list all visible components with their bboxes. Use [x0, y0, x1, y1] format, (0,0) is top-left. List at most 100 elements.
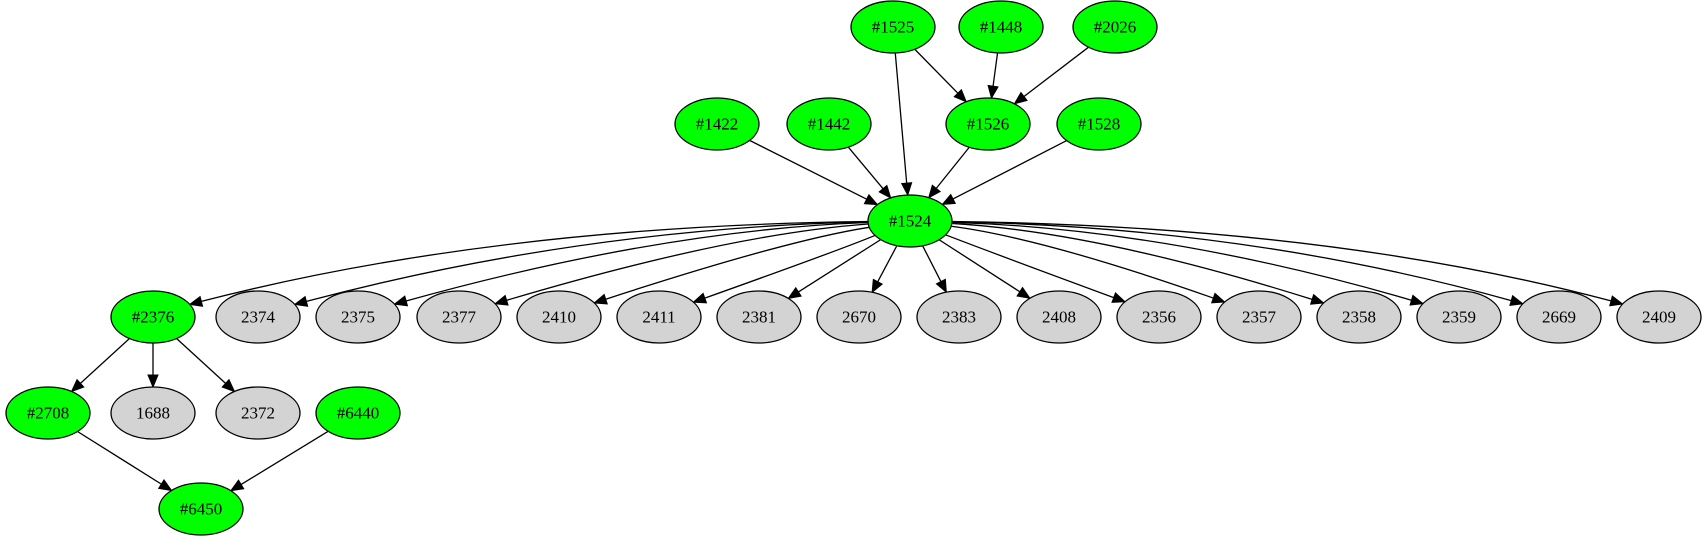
node-ellipse — [850, 0, 936, 54]
node-ellipse — [416, 290, 502, 344]
node-ellipse — [1056, 97, 1142, 151]
node-label: 2410 — [542, 308, 576, 327]
edge-1524-2408 — [938, 239, 1031, 299]
edge-1525-1526 — [914, 48, 968, 103]
edge-1524-2381-line — [798, 239, 882, 293]
edge-1524-2408-line — [938, 239, 1021, 293]
node-ellipse — [816, 290, 902, 344]
edge-2376-1688 — [147, 343, 159, 389]
edge-2376-2372-arrowhead — [221, 378, 236, 393]
edge-1526-1524-line — [935, 146, 970, 189]
node-label: #2376 — [132, 308, 175, 327]
edge-1524-2383-line — [922, 245, 942, 282]
edge-1448-1526 — [987, 52, 999, 100]
edge-1524-2359-line — [951, 221, 1412, 301]
edge-1524-2383 — [922, 245, 947, 294]
node-label: 2357 — [1242, 308, 1277, 327]
node-label: 2377 — [442, 308, 477, 327]
edge-1525-1526-line — [914, 48, 959, 94]
node-ellipse — [867, 194, 953, 248]
node-label: #1442 — [808, 115, 851, 134]
node-2356: 2356 — [1116, 290, 1202, 344]
edge-1524-2409 — [951, 220, 1624, 307]
edge-1525-1524-line — [894, 52, 908, 184]
node-2377: 2377 — [416, 290, 502, 344]
node-label: #2708 — [27, 404, 70, 423]
node-1688: 1688 — [110, 386, 196, 440]
edge-1524-2409-line — [951, 220, 1612, 302]
node-ellipse — [315, 386, 401, 440]
edge-1524-2376-line — [201, 220, 869, 303]
edge-2376-2708-arrowhead — [70, 378, 85, 393]
edge-2026-1526-arrowhead — [1013, 91, 1028, 105]
edge-1526-1524 — [927, 146, 970, 199]
edge-1524-2383-arrowhead — [935, 278, 947, 294]
edge-1524-2374-line — [306, 221, 869, 303]
edge-2376-2372-line — [176, 338, 227, 384]
node-label: #1528 — [1078, 115, 1121, 134]
edge-1524-2670 — [871, 245, 898, 294]
node-label: #6450 — [180, 500, 223, 519]
node-2026: #2026 — [1072, 0, 1158, 54]
node-label: 2408 — [1042, 308, 1076, 327]
node-ellipse — [215, 386, 301, 440]
edge-1524-2411-line — [704, 234, 876, 299]
edge-1524-2669-arrowhead — [1509, 294, 1525, 306]
edge-1524-2377-arrowhead — [493, 294, 509, 306]
node-ellipse — [1016, 290, 1102, 344]
node-2708: #2708 — [5, 386, 91, 440]
edge-1524-2358 — [951, 222, 1325, 305]
edge-1524-2408-arrowhead — [1016, 286, 1031, 299]
node-2669: 2669 — [1516, 290, 1602, 344]
node-2411: 2411 — [616, 290, 702, 344]
edge-1524-2410-arrowhead — [593, 293, 608, 305]
node-ellipse — [158, 482, 244, 536]
edge-1524-2411 — [692, 234, 876, 304]
edge-1524-2376 — [188, 220, 869, 307]
node-ellipse — [1072, 0, 1158, 54]
node-ellipse — [315, 290, 401, 344]
edge-1524-2376-arrowhead — [188, 295, 204, 307]
edge-1524-2358-line — [951, 222, 1313, 301]
edge-2708-6450-arrowhead — [157, 478, 173, 492]
node-2670: 2670 — [816, 290, 902, 344]
node-label: 2359 — [1442, 308, 1476, 327]
node-6450: #6450 — [158, 482, 244, 536]
edge-1524-2358-arrowhead — [1309, 293, 1325, 305]
edge-2026-1526-line — [1023, 46, 1089, 98]
edge-1524-2375 — [393, 221, 869, 307]
node-label: 2383 — [942, 308, 976, 327]
node-2409: 2409 — [1616, 290, 1702, 344]
edge-1422-1524-line — [749, 139, 867, 200]
edge-1524-2357 — [951, 225, 1226, 304]
edge-6440-6450-line — [240, 430, 329, 486]
edge-1524-2669-line — [951, 221, 1512, 302]
edge-1442-1524-line — [847, 146, 884, 190]
node-ellipse — [945, 97, 1031, 151]
node-ellipse — [716, 290, 802, 344]
edge-1524-2410 — [593, 226, 870, 305]
node-1422: #1422 — [674, 97, 760, 151]
edge-1422-1524 — [749, 139, 879, 206]
node-ellipse — [616, 290, 702, 344]
edge-1442-1524-arrowhead — [878, 184, 892, 199]
node-label: 2409 — [1642, 308, 1676, 327]
edge-1524-2357-line — [951, 225, 1214, 299]
node-ellipse — [916, 290, 1002, 344]
edge-1524-2411-arrowhead — [692, 292, 708, 304]
nodes-layer: #1525#1448#2026#1422#1442#1526#1528#1524… — [5, 0, 1702, 536]
node-ellipse — [215, 290, 301, 344]
edge-1524-2356-arrowhead — [1111, 292, 1127, 303]
edge-1524-2375-line — [405, 221, 869, 302]
node-ellipse — [1416, 290, 1502, 344]
node-ellipse — [958, 0, 1044, 54]
node-label: 2670 — [842, 308, 876, 327]
node-1526: #1526 — [945, 97, 1031, 151]
edge-1524-2375-arrowhead — [393, 295, 409, 307]
node-2383: 2383 — [916, 290, 1002, 344]
node-2357: 2357 — [1216, 290, 1302, 344]
edge-1524-2359-arrowhead — [1409, 294, 1425, 306]
edge-1528-1524-arrowhead — [941, 193, 957, 205]
node-2381: 2381 — [716, 290, 802, 344]
node-label: 2669 — [1542, 308, 1576, 327]
